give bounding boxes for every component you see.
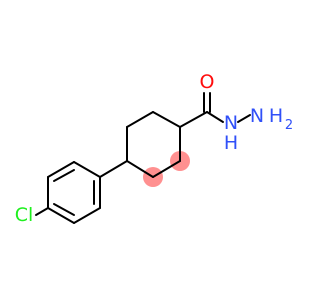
benzene-ring xyxy=(47,161,101,224)
nitrogen-label-2: N xyxy=(250,105,264,127)
oxygen-label: O xyxy=(200,71,215,93)
ring-link-bond xyxy=(99,160,128,178)
nitrogen-label-1: N xyxy=(224,112,238,134)
cyclohexane-ring xyxy=(126,111,181,178)
hydrogen-label-1: H xyxy=(224,132,238,154)
molecule-diagram: O N H N H 2 Cl xyxy=(15,71,293,226)
h2-subscript: 2 xyxy=(285,118,293,133)
chlorine-bond xyxy=(35,207,49,216)
hydrazide-group xyxy=(179,92,251,128)
hydrogen-label-2: H xyxy=(269,105,283,127)
chlorine-label: Cl xyxy=(15,204,34,226)
